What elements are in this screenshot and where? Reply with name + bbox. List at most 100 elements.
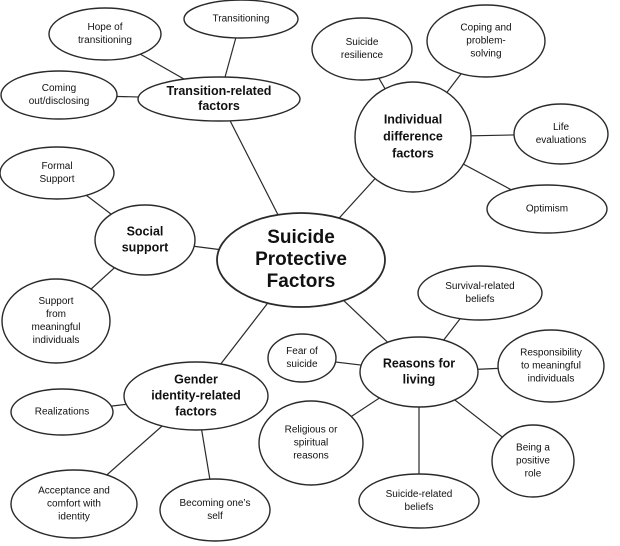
- leaf-node-meaningful-label: from: [46, 309, 66, 320]
- category-node-reasons-ellipse: [359, 336, 479, 408]
- leaf-node-suicidebeliefs-ellipse: [358, 473, 480, 529]
- leaf-node-hope-label: Hope of: [87, 22, 122, 33]
- leaf-node-positive-label: Being a: [516, 443, 550, 454]
- leaf-node-religious-label: Religious or: [285, 425, 338, 436]
- leaf-node-coping-label: Coping and: [460, 23, 511, 34]
- leaf-node-becoming-ellipse: [159, 478, 271, 542]
- leaf-node-optimism-label: Optimism: [526, 204, 568, 215]
- category-node-gender-ellipse: [123, 361, 269, 431]
- center-node-center-ellipse: [216, 212, 386, 308]
- leaf-node-hope-ellipse: [48, 7, 162, 61]
- category-node-transition-ellipse: [137, 76, 301, 122]
- leaf-node-hope: Hope of transitioning: [48, 7, 162, 61]
- leaf-node-positive: Being a positive role: [491, 424, 575, 498]
- leaf-node-religious-label: reasons: [293, 451, 329, 462]
- leaf-node-survival: Survival-related beliefs: [417, 265, 543, 321]
- leaf-node-responsibility-label: individuals: [528, 374, 575, 385]
- category-node-individual-ellipse: [354, 81, 472, 193]
- leaf-node-lifeeval: Life evaluations: [513, 103, 609, 165]
- leaf-node-realizations-label: Realizations: [35, 407, 89, 418]
- category-node-reasons-label: Reasons for: [383, 356, 455, 370]
- category-node-transition-label: Transition-related: [167, 84, 272, 98]
- category-node-individual-label: difference: [383, 129, 443, 143]
- category-node-social-label: support: [122, 240, 169, 254]
- center-node-center-label: Suicide: [267, 227, 335, 248]
- leaf-node-suicidebeliefs-label: beliefs: [405, 502, 434, 513]
- leaf-node-suicidebeliefs: Suicide-related beliefs: [358, 473, 480, 529]
- leaf-node-formal-label: Formal: [41, 161, 72, 172]
- leaf-node-meaningful-ellipse: [1, 278, 111, 364]
- leaf-node-transitioning-ellipse: [183, 0, 299, 39]
- leaf-node-fear-label: Fear of: [286, 346, 318, 357]
- leaf-node-religious-ellipse: [258, 400, 364, 486]
- leaf-node-religious: Religious or spiritual reasons: [258, 400, 364, 486]
- leaf-node-becoming-label: Becoming one’s: [180, 498, 251, 509]
- leaf-node-coping: Coping and problem-solving: [426, 4, 546, 78]
- leaf-node-hope-label: transitioning: [78, 35, 132, 46]
- leaf-node-religious-label: spiritual: [294, 438, 328, 449]
- center-node-center-label: Factors: [267, 271, 336, 292]
- category-node-individual: Individual difference factors: [354, 81, 472, 193]
- leaf-node-acceptance-label: identity: [58, 512, 90, 523]
- leaf-node-survival-label: Survival-related: [445, 281, 514, 292]
- leaf-node-fear: Fear of suicide: [267, 333, 337, 383]
- leaf-node-fear-label: suicide: [286, 359, 318, 370]
- leaf-node-resilience-label: resilience: [341, 50, 384, 61]
- leaf-node-formal-ellipse: [0, 146, 115, 200]
- leaf-node-positive-ellipse: [491, 424, 575, 498]
- category-node-individual-label: Individual: [384, 112, 442, 126]
- category-node-social-ellipse: [94, 204, 196, 276]
- category-node-gender-label: Gender: [174, 372, 218, 386]
- leaf-node-comingout-label: Coming: [42, 83, 76, 94]
- leaf-node-optimism: Optimism: [486, 184, 608, 234]
- leaf-node-realizations: Realizations: [10, 388, 114, 436]
- leaf-node-positive-label: positive: [516, 456, 550, 467]
- leaf-node-fear-ellipse: [267, 333, 337, 383]
- leaf-node-becoming-label: self: [207, 511, 223, 522]
- leaf-node-optimism-ellipse: [486, 184, 608, 234]
- leaf-node-transitioning-label: Transitioning: [213, 14, 270, 25]
- concept-nodes: SuicideProtectiveFactorsTransition-relat…: [0, 0, 609, 542]
- category-node-transition-label: factors: [198, 99, 240, 113]
- leaf-node-coping-label: solving: [470, 49, 501, 60]
- leaf-node-transitioning: Transitioning: [183, 0, 299, 39]
- leaf-node-responsibility-label: Responsibility: [520, 348, 582, 359]
- leaf-node-suicidebeliefs-label: Suicide-related: [386, 489, 453, 500]
- leaf-node-survival-label: beliefs: [466, 294, 495, 305]
- category-node-gender: Gender identity-related factors: [123, 361, 269, 431]
- leaf-node-lifeeval-label: evaluations: [536, 135, 587, 146]
- category-node-reasons-label: living: [403, 372, 436, 386]
- center-node-center-label: Protective: [255, 249, 347, 270]
- category-node-gender-label: identity-related: [151, 388, 241, 402]
- leaf-node-formal-label: Support: [39, 174, 74, 185]
- leaf-node-comingout: Coming out/disclosing: [0, 70, 118, 120]
- leaf-node-becoming: Becoming one’s self: [159, 478, 271, 542]
- category-node-social-label: Social: [127, 224, 164, 238]
- leaf-node-survival-ellipse: [417, 265, 543, 321]
- leaf-node-acceptance-label: comfort with: [47, 499, 101, 510]
- category-node-reasons: Reasons for living: [359, 336, 479, 408]
- leaf-node-resilience: Suicide resilience: [311, 17, 413, 81]
- leaf-node-meaningful-label: Support: [38, 296, 73, 307]
- leaf-node-lifeeval-label: Life: [553, 122, 570, 133]
- leaf-node-lifeeval-ellipse: [513, 103, 609, 165]
- leaf-node-resilience-ellipse: [311, 17, 413, 81]
- leaf-node-meaningful-label: meaningful: [32, 322, 81, 333]
- leaf-node-realizations-ellipse: [10, 388, 114, 436]
- leaf-node-positive-label: role: [525, 469, 542, 480]
- leaf-node-acceptance-ellipse: [10, 469, 138, 539]
- leaf-node-coping-label: problem-: [466, 36, 505, 47]
- leaf-node-responsibility: Responsibility to meaningful individuals: [497, 329, 605, 403]
- category-node-individual-label: factors: [392, 146, 434, 160]
- category-node-gender-label: factors: [175, 404, 217, 418]
- leaf-node-resilience-label: Suicide: [346, 37, 379, 48]
- leaf-node-comingout-label: out/disclosing: [29, 96, 90, 107]
- category-node-social: Social support: [94, 204, 196, 276]
- leaf-node-responsibility-label: to meaningful: [521, 361, 581, 372]
